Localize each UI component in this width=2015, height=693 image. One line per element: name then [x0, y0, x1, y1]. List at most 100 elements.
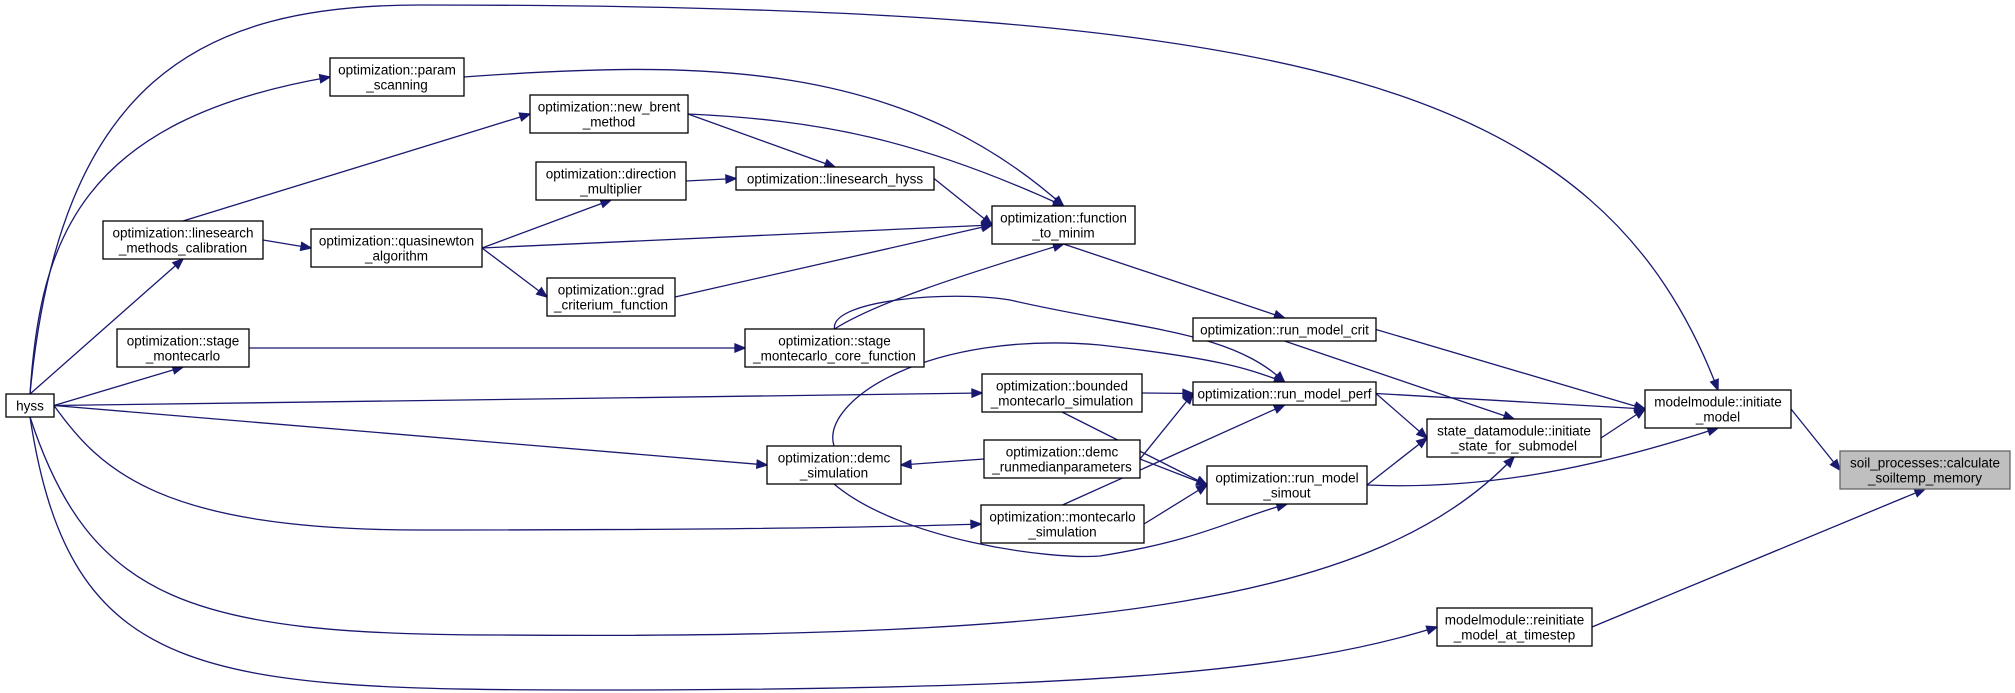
edge-hyss-to-param_scanning	[29, 73, 332, 395]
node-label: _scanning	[365, 78, 428, 93]
node-direction-multiplier[interactable]: optimization::direction_multiplier	[535, 161, 687, 201]
node-initiate-model[interactable]: modelmodule::initiate_model	[1644, 389, 1792, 429]
node-label: optimization::direction	[546, 167, 677, 182]
edge-run_model_crit-to-initiate_model	[1375, 328, 1647, 411]
node-initiate-state[interactable]: state_datamodule::initiate_state_for_sub…	[1426, 418, 1602, 458]
edge-line	[833, 295, 1285, 383]
node-montecarlo-sim[interactable]: optimization::montecarlo_simulation	[980, 504, 1145, 544]
edge-hyss-to-bounded_mc	[53, 388, 984, 407]
arrowhead-icon	[171, 257, 185, 270]
edge-line	[833, 483, 1288, 558]
node-label: optimization::demc	[1006, 445, 1119, 460]
node-box	[535, 161, 687, 201]
node-box	[1644, 389, 1792, 429]
node-function-to-minim[interactable]: optimization::function_to_minim	[991, 205, 1136, 245]
edge-line	[900, 458, 985, 466]
node-linesearch-methods[interactable]: optimization::linesearch_methods_calibra…	[102, 220, 264, 260]
node-root[interactable]: soil_processes::calculate_soiltemp_memor…	[1839, 450, 2011, 490]
node-stage-core[interactable]: optimization::stage_montecarlo_core_func…	[744, 328, 925, 368]
node-stage-montecarlo[interactable]: optimization::stage_montecarlo	[116, 328, 250, 368]
arrowhead-icon	[1182, 392, 1195, 405]
edge-linesearch_methods-to-quasinewton	[262, 239, 313, 252]
node-box	[5, 393, 55, 418]
arrowhead-icon	[755, 459, 769, 470]
arrowhead-icon	[1195, 484, 1209, 495]
node-label: _algorithm	[364, 249, 428, 264]
node-label: _model	[1695, 410, 1740, 425]
node-demc-simulation[interactable]: optimization::demc_simulation	[766, 445, 902, 485]
edge-linesearch_hyss-to-function_to_minim	[933, 177, 994, 227]
edge-line	[687, 113, 836, 168]
edge-hyss-to-initiate_model	[29, 4, 1719, 395]
edge-run_model_perf-to-initiate_model	[1375, 392, 1647, 414]
node-box	[102, 220, 264, 260]
node-label: soil_processes::calculate	[1850, 456, 2000, 471]
edge-grad_criterium-to-function_to_minim	[674, 222, 994, 298]
edge-linesearch_methods-to-new_brent	[182, 112, 532, 222]
node-label: _to_minim	[1031, 226, 1094, 241]
node-label: optimization::run_model_perf	[1197, 387, 1371, 402]
node-grad-criterium[interactable]: optimization::grad_criterium_function	[546, 277, 676, 317]
edge-new_brent-to-linesearch_hyss	[687, 113, 837, 169]
arrowhead-icon	[1415, 427, 1429, 440]
edge-stage_core-to-function_to_minim	[834, 242, 1066, 330]
edge-line	[1366, 437, 1428, 486]
edge-line	[1366, 427, 1719, 487]
node-box	[546, 277, 676, 317]
node-demc-runmedian[interactable]: optimization::demc_runmedianparameters	[983, 439, 1141, 479]
node-label: optimization::demc	[778, 451, 891, 466]
node-label: optimization::param	[338, 63, 456, 78]
edge-line	[481, 247, 548, 298]
node-label: _model_at_timestep	[1453, 628, 1576, 643]
edge-line	[29, 416, 1438, 691]
arrowhead-icon	[734, 343, 747, 353]
edge-line	[53, 366, 184, 407]
arrowhead-icon	[1182, 388, 1195, 399]
node-box	[116, 328, 250, 368]
node-label: _simout	[1262, 486, 1311, 501]
node-box	[1426, 418, 1602, 458]
node-run-model-perf[interactable]: optimization::run_model_perf	[1192, 381, 1377, 406]
node-run-model-simout[interactable]: optimization::run_model_simout	[1206, 465, 1368, 505]
node-linesearch-hyss[interactable]: optimization::linesearch_hyss	[735, 166, 935, 191]
node-bounded-mc[interactable]: optimization::bounded_montecarlo_simulat…	[981, 373, 1143, 413]
edge-line	[834, 243, 1064, 330]
edge-param_scanning-to-function_to_minim	[463, 68, 1065, 208]
edge-line	[674, 224, 993, 298]
node-box	[1192, 381, 1377, 406]
arrowhead-icon	[725, 174, 738, 184]
node-box	[1192, 317, 1377, 342]
node-box	[983, 439, 1141, 479]
node-label: _methods_calibration	[118, 241, 247, 256]
arrowhead-icon	[518, 112, 532, 122]
node-reinitiate[interactable]: modelmodule::reinitiate_model_at_timeste…	[1436, 607, 1593, 647]
edge-line	[463, 68, 1064, 207]
edge-line	[53, 404, 768, 466]
node-run-model-crit[interactable]: optimization::run_model_crit	[1192, 317, 1377, 342]
node-box	[980, 504, 1145, 544]
node-box	[744, 328, 925, 368]
node-box	[1206, 465, 1368, 505]
node-label: optimization::stage	[778, 334, 891, 349]
node-box	[329, 57, 465, 97]
edge-line	[481, 224, 993, 249]
node-box	[529, 94, 689, 134]
node-quasinewton[interactable]: optimization::quasinewton_algorithm	[310, 228, 483, 268]
arrowhead-icon	[1829, 458, 1842, 472]
node-hyss[interactable]: hyss	[5, 393, 55, 418]
edge-montecarlo_sim-to-run_model_simout	[1143, 484, 1209, 525]
edge-hyss-to-linesearch_methods	[29, 257, 185, 395]
node-label: _simulation	[1027, 525, 1096, 540]
arrowhead-icon	[1425, 625, 1439, 635]
node-label: hyss	[16, 399, 44, 414]
node-new-brent[interactable]: optimization::new_brent_method	[529, 94, 689, 134]
edge-line	[1790, 408, 1841, 471]
edge-hyss-to-stage_montecarlo	[53, 365, 185, 407]
node-label: _montecarlo_simulation	[990, 394, 1134, 409]
edge-run_model_simout-to-initiate_state	[1366, 436, 1429, 486]
arrowhead-icon	[971, 388, 984, 399]
node-label: optimization::function	[1000, 211, 1127, 226]
node-label: modelmodule::initiate	[1654, 395, 1782, 410]
node-param-scanning[interactable]: optimization::param_scanning	[329, 57, 465, 97]
